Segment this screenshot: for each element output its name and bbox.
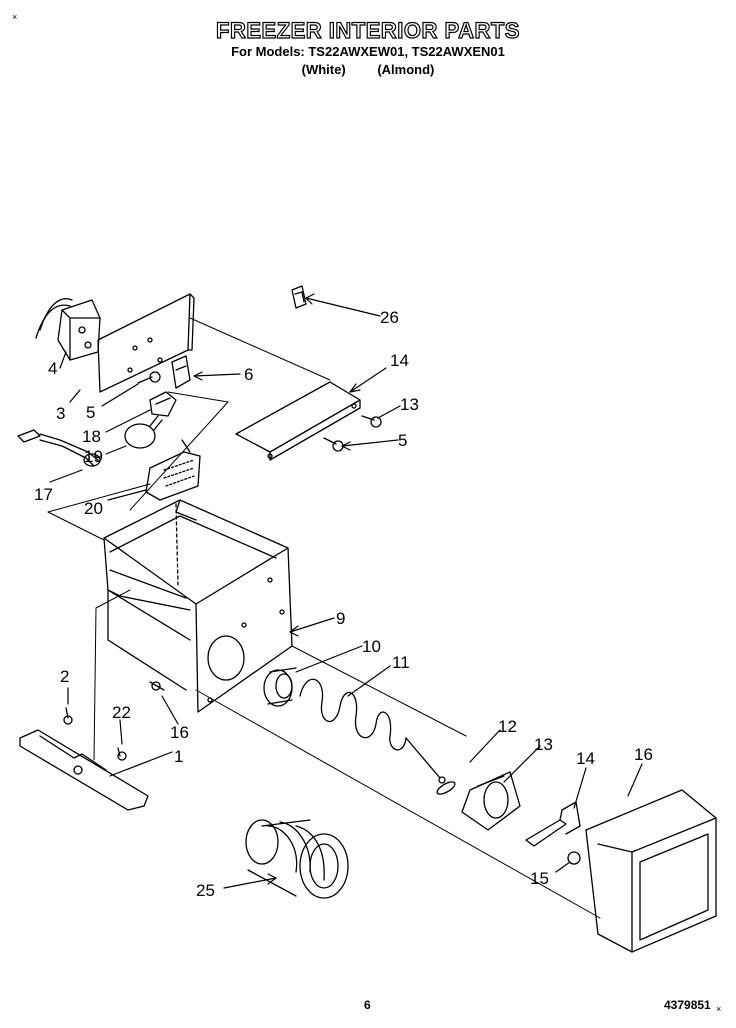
callout-21: 20 — [84, 499, 103, 518]
part-7-screw — [361, 415, 382, 428]
callout-11: 11 — [392, 653, 410, 672]
part-2-screw — [63, 707, 73, 725]
part-21-light-shield — [145, 439, 201, 501]
callout-arrows — [49, 293, 643, 889]
part-9-bin-housing — [103, 499, 293, 713]
part-17-screw — [149, 681, 165, 691]
callout-2: 2 — [60, 667, 69, 686]
callout-18: 17 — [34, 485, 53, 504]
callout-12: 12 — [498, 717, 517, 736]
page-title: FREEZER INTERIOR PARTS — [215, 17, 520, 43]
part-5-screw-right — [323, 437, 344, 452]
part-3-mounting-plate — [97, 293, 195, 393]
part-16-front-cover — [585, 789, 717, 953]
callout-13: 13 — [534, 735, 553, 754]
callout-3: 3 — [56, 404, 65, 423]
callout-5-left: 5 — [86, 403, 95, 422]
callout-9: 9 — [336, 609, 345, 628]
document-number: 4379851 — [664, 998, 711, 1012]
corner-mark-bottom: × — [716, 1004, 722, 1014]
part-4-control-module — [35, 298, 101, 361]
callout-5-right: 5 — [398, 431, 407, 450]
callout-7: 13 — [400, 395, 419, 414]
part-6-clip — [171, 355, 191, 389]
callout-14: 14 — [576, 749, 595, 768]
model-numbers: For Models: TS22AWXEW01, TS22AWXEN01 — [231, 44, 505, 59]
callout-15: 15 — [530, 869, 549, 888]
part-19-socket — [149, 391, 177, 417]
corner-mark-top: × — [12, 12, 18, 22]
part-20-bulb — [124, 415, 163, 449]
color-variants: (White) (Almond) — [0, 62, 736, 77]
part-14-bracket — [525, 801, 581, 847]
part-1-rail — [19, 729, 149, 811]
callout-labels: 26 14 6 13 5 4 3 5 18 19 17 20 9 10 11 2… — [34, 308, 653, 900]
part-25-drum — [245, 819, 349, 899]
part-5-screw-left — [137, 371, 161, 384]
part-10-bearing — [263, 667, 297, 707]
callout-17: 16 — [170, 723, 189, 742]
part-26-clip — [291, 285, 307, 309]
part-18-harness — [17, 429, 101, 467]
callout-16: 16 — [634, 745, 653, 764]
callout-22: 22 — [112, 703, 131, 722]
callout-8: 14 — [390, 351, 409, 370]
part-22-screw — [117, 747, 127, 761]
callout-20: 19 — [84, 447, 103, 466]
callout-6: 6 — [244, 365, 253, 384]
part-15-nut — [567, 851, 581, 865]
part-8-cover-panel — [235, 381, 361, 461]
leader-long-lines — [93, 589, 601, 919]
leader-dashed-lines — [47, 317, 331, 541]
part-11-auger-spring — [299, 678, 446, 784]
callout-26: 26 — [380, 308, 399, 327]
variant-almond: (Almond) — [377, 62, 435, 77]
callout-19: 18 — [82, 427, 101, 446]
part-13-cam — [461, 771, 521, 831]
callout-1: 1 — [174, 747, 183, 766]
part-12-washer — [436, 781, 456, 795]
callout-4: 4 — [48, 359, 57, 378]
variant-white: (White) — [301, 62, 346, 77]
callout-25: 25 — [196, 881, 215, 900]
callout-10: 10 — [362, 637, 381, 656]
page-number: 6 — [364, 998, 371, 1012]
